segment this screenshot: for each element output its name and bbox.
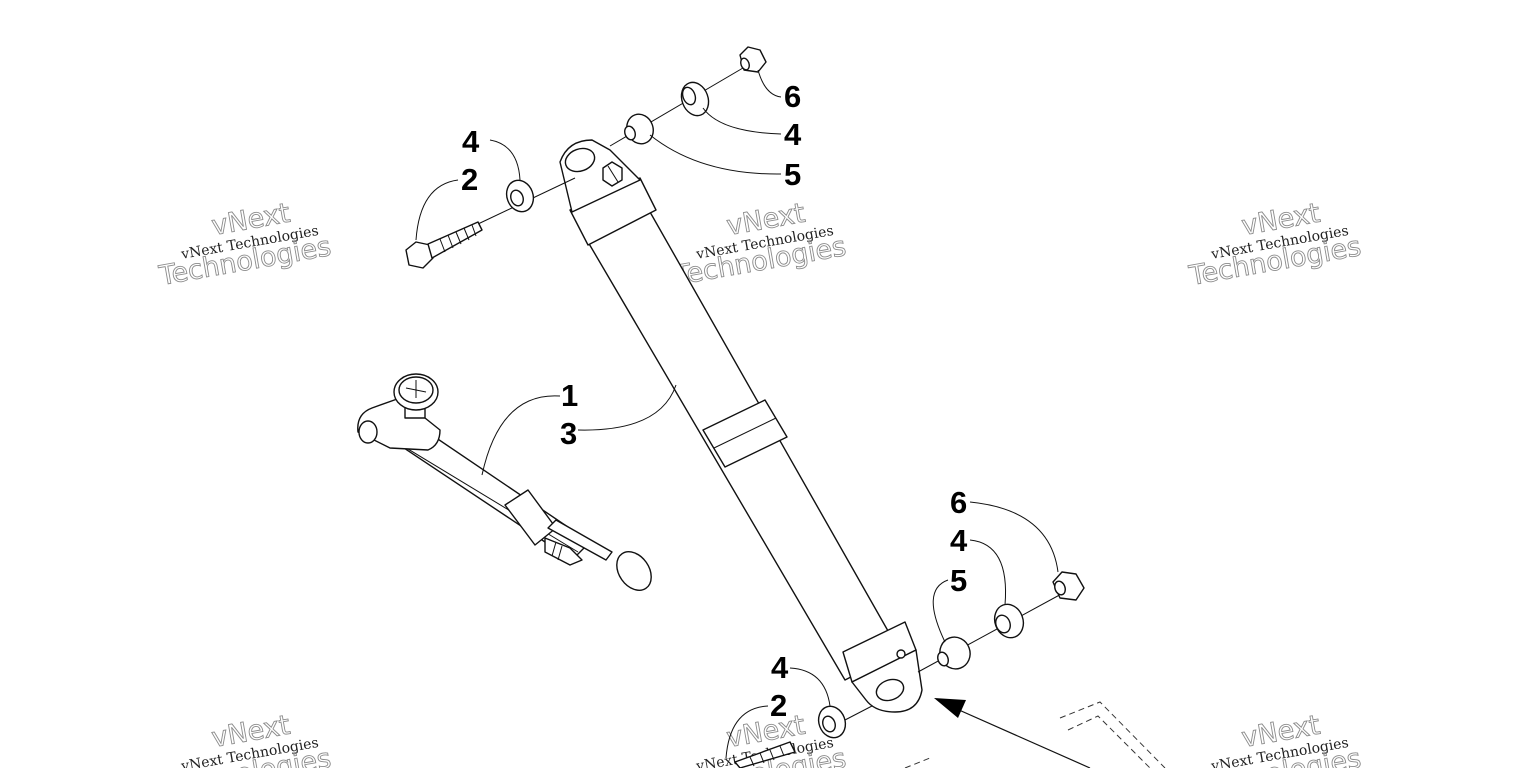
pump-rod	[547, 519, 613, 561]
callout-top-5: 5	[784, 157, 801, 192]
top-left-bushing	[505, 179, 535, 213]
top-nut	[739, 46, 767, 73]
shock-valve-fitting	[602, 161, 623, 187]
callout-labels: 6 4 5 4 2 1 3 6 4 5 4 2	[461, 79, 968, 723]
callout-bottom-6: 6	[950, 485, 967, 520]
watermark-top-center: vNext vNext Technologies Technologies	[671, 197, 849, 292]
watermark-top-right: vNext vNext Technologies Technologies	[1186, 197, 1364, 292]
shock-bottom-eye-hole	[875, 678, 905, 702]
bottom-left-bushing	[817, 705, 847, 739]
callout-top-4-left: 4	[462, 124, 480, 159]
bottom-spacer	[937, 636, 971, 670]
bottom-nut	[1052, 571, 1085, 601]
pump-fitting	[544, 537, 583, 566]
bottom-bolt	[734, 741, 796, 768]
callout-bottom-2: 2	[770, 688, 787, 723]
top-bolt	[405, 221, 483, 269]
shock-bottom-screw	[896, 649, 906, 659]
frame-reference-dashed	[904, 701, 1166, 768]
watermark-top-left: vNext vNext Technologies Technologies	[156, 197, 334, 292]
shock-absorber-body	[559, 139, 923, 713]
callout-top-4-right: 4	[784, 117, 802, 152]
pump-head	[357, 397, 441, 451]
shock-top-eye-hole	[564, 147, 596, 173]
callout-bottom-5: 5	[950, 563, 967, 598]
callout-top-6: 6	[784, 79, 801, 114]
callout-bottom-4-left: 4	[771, 650, 789, 685]
pump-handle	[616, 551, 652, 591]
direction-arrow	[934, 698, 1091, 768]
callout-bottom-4-right: 4	[950, 523, 968, 558]
top-spacer	[624, 113, 654, 145]
watermark-bottom-right: vNext vNext Technologies Technologies	[1186, 709, 1364, 768]
callout-3: 3	[560, 416, 577, 451]
leader-lines	[415, 69, 1059, 759]
callout-top-2: 2	[461, 162, 478, 197]
bottom-left-axis-line	[844, 705, 873, 721]
shock-pump	[357, 373, 652, 591]
pump-head-end	[358, 420, 378, 444]
callout-1: 1	[561, 378, 578, 413]
bottom-right-bushing	[993, 603, 1025, 639]
watermark-bottom-left: vNext vNext Technologies Technologies	[156, 709, 334, 768]
top-right-bushing	[680, 81, 710, 117]
